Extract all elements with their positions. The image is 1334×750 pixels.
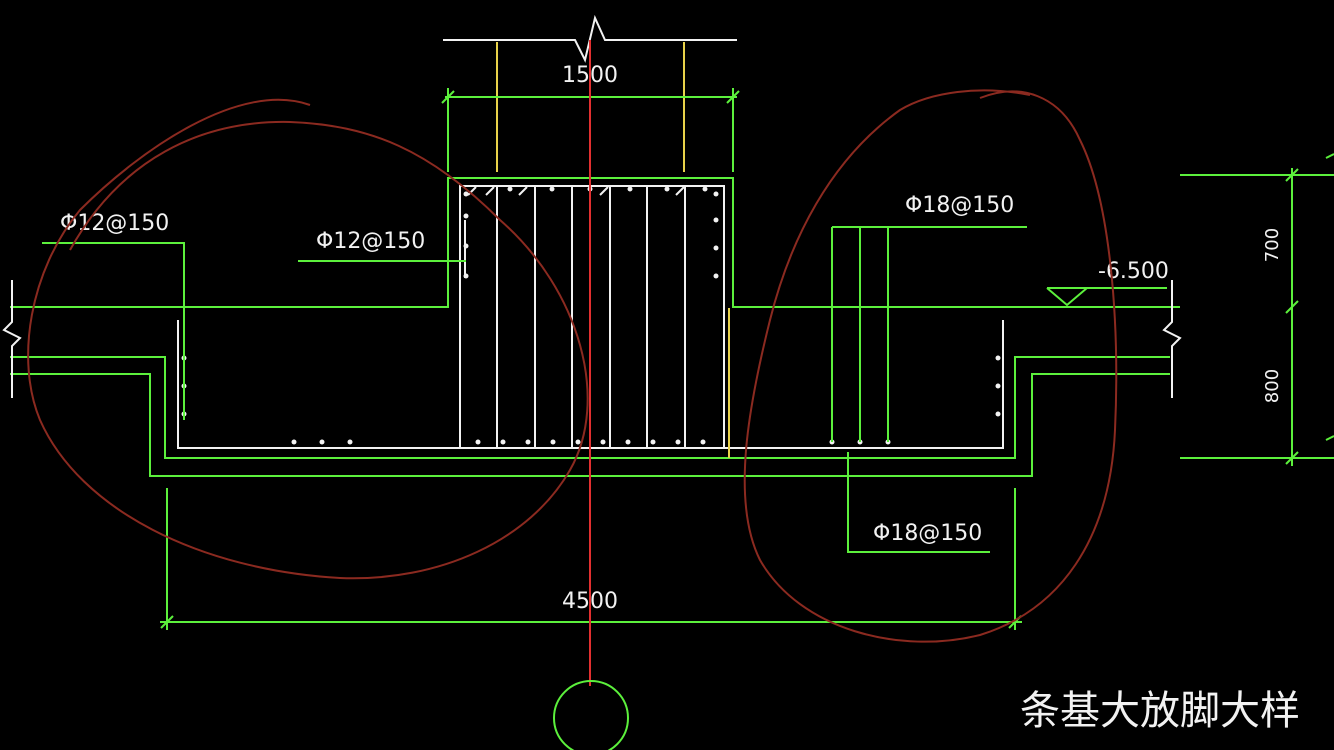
dim-label-right-lower: 800: [1262, 369, 1283, 403]
axis-bubble: [553, 680, 629, 750]
leader-right-bottom: [847, 452, 990, 553]
annotation-loop-left: [27, 98, 589, 580]
break-symbol-left: [2, 280, 22, 398]
rebar-label-right-bottom: Φ18@150: [873, 521, 982, 546]
rebar-label-left-outer: Φ12@150: [60, 211, 169, 236]
leader-left-outer: [42, 242, 185, 420]
leader-right-top: [831, 226, 1027, 442]
top-break-line: [443, 14, 737, 63]
dim-label-right-upper: 700: [1262, 228, 1283, 262]
annotation-loop-right: [743, 89, 1118, 643]
drawing-title: 条基大放脚大样: [1020, 688, 1300, 734]
rebar-label-left-inner: Φ12@150: [316, 229, 425, 254]
elevation-label: -6.500: [1098, 259, 1169, 284]
dimension-right: [1180, 153, 1334, 466]
rebar-label-right-top: Φ18@150: [905, 193, 1014, 218]
break-symbol-right: [1162, 280, 1182, 398]
elevation-marker: [1046, 287, 1167, 307]
